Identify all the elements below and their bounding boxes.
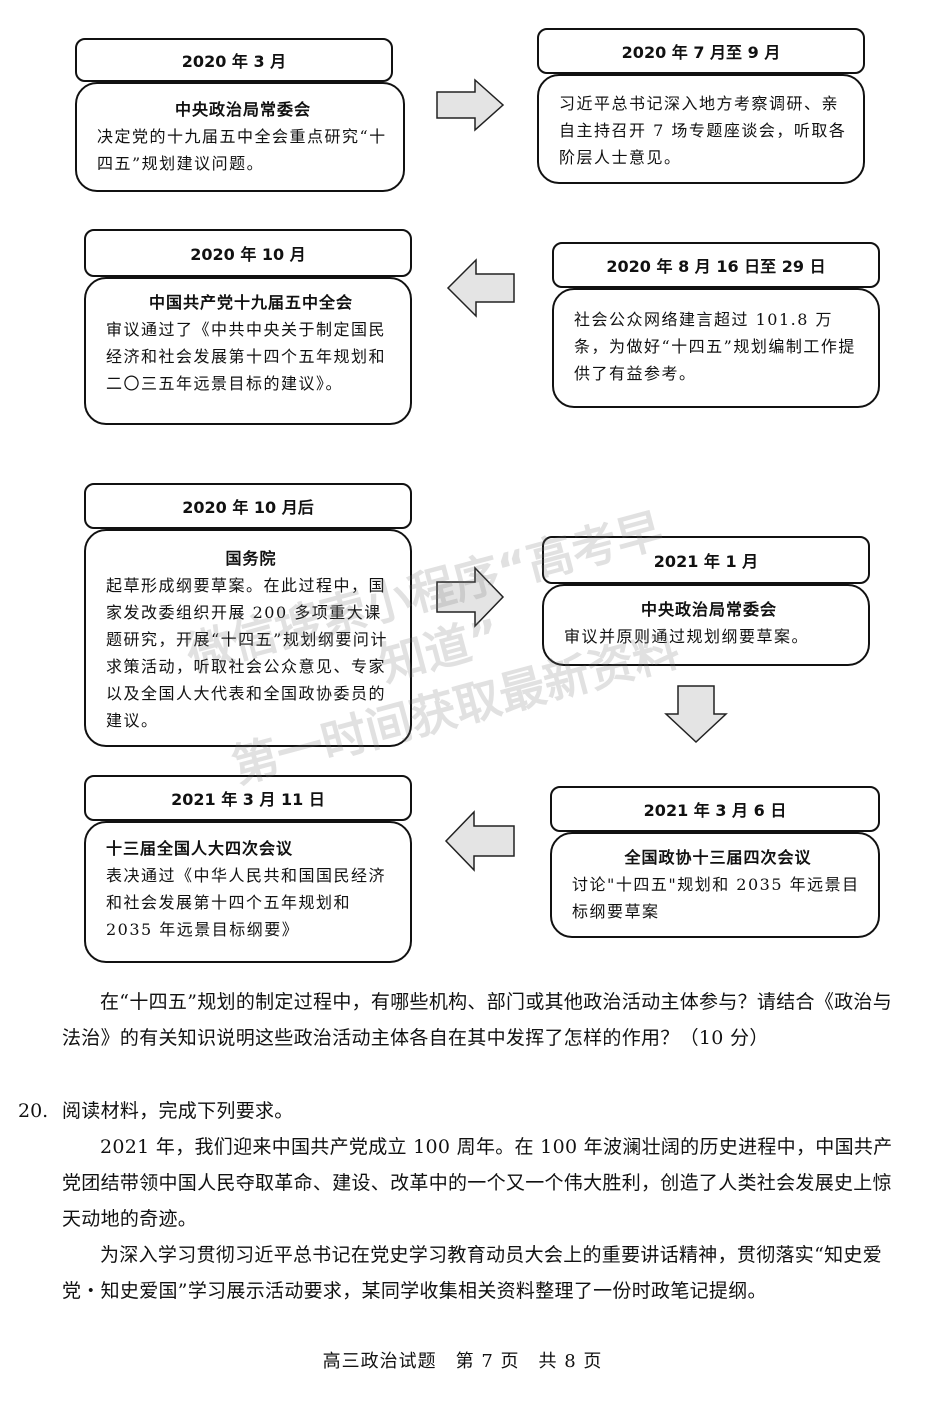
arrow-left-1	[446, 258, 515, 318]
arrow-right-2	[436, 566, 505, 628]
box6: 中央政治局常委会 审议并原则通过规划纲要草案。	[542, 584, 870, 666]
box8: 全国政协十三届四次会议 讨论"十四五"规划和 2035 年远景目标纲要草案	[550, 832, 880, 938]
box7-title: 十三届全国人大四次会议	[106, 839, 294, 858]
box2-body: 习近平总书记深入地方考察调研、亲自主持召开 7 场专题座谈会，听取各阶层人士意见…	[559, 94, 847, 167]
box1-body: 决定党的十九届五中全会重点研究“十四五”规划建议问题。	[97, 127, 387, 173]
box6-date: 2021 年 1 月	[542, 536, 870, 584]
box4: 社会公众网络建言超过 101.8 万条，为做好“十四五”规划编制工作提供了有益参…	[552, 288, 880, 408]
box6-title: 中央政治局常委会	[640, 600, 777, 619]
box8-title: 全国政协十三届四次会议	[624, 848, 812, 867]
question-19-text: 在“十四五”规划的制定过程中，有哪些机构、部门或其他政治活动主体参与？请结合《政…	[62, 991, 893, 1049]
box1-date: 2020 年 3 月	[75, 38, 393, 82]
box1: 中央政治局常委会 决定党的十九届五中全会重点研究“十四五”规划建议问题。	[75, 82, 405, 192]
arrow-right-1	[436, 78, 505, 132]
box4-body: 社会公众网络建言超过 101.8 万条，为做好“十四五”规划编制工作提供了有益参…	[574, 310, 856, 383]
box5-date: 2020 年 10 月后	[84, 483, 412, 529]
box3-title: 中国共产党十九届五中全会	[148, 293, 353, 312]
question-20-number: 20.	[18, 1100, 49, 1122]
box5-title: 国务院	[225, 549, 277, 568]
box2: 习近平总书记深入地方考察调研、亲自主持召开 7 场专题座谈会，听取各阶层人士意见…	[537, 74, 865, 184]
arrow-down-1	[664, 685, 728, 744]
box1-title: 中央政治局常委会	[174, 100, 311, 119]
box7: 十三届全国人大四次会议 表决通过《中华人民共和国国民经济和社会发展第十四个五年规…	[84, 821, 412, 963]
question-20-paragraph-2: 为深入学习贯彻习近平总书记在党史学习教育动员大会上的重要讲话精神，贯彻落实“知史…	[62, 1244, 883, 1302]
box7-body: 表决通过《中华人民共和国国民经济和社会发展第十四个五年规划和 2035 年远景目…	[106, 866, 387, 939]
box7-date: 2021 年 3 月 11 日	[84, 775, 412, 821]
arrow-left-2	[444, 810, 515, 872]
box3: 中国共产党十九届五中全会 审议通过了《中共中央关于制定国民经济和社会发展第十四个…	[84, 277, 412, 425]
box5: 国务院 起草形成纲要草案。在此过程中，国家发改委组织开展 200 多项重大课题研…	[84, 529, 412, 747]
box2-date: 2020 年 7 月至 9 月	[537, 28, 865, 74]
box5-body: 起草形成纲要草案。在此过程中，国家发改委组织开展 200 多项重大课题研究，开展…	[106, 576, 388, 730]
box6-body: 审议并原则通过规划纲要草案。	[564, 627, 810, 646]
box4-date: 2020 年 8 月 16 日至 29 日	[552, 242, 880, 288]
box8-date: 2021 年 3 月 6 日	[550, 786, 880, 832]
box3-date: 2020 年 10 月	[84, 229, 412, 277]
box8-body: 讨论"十四五"规划和 2035 年远景目标纲要草案	[572, 875, 860, 921]
question-20-prompt: 阅读材料，完成下列要求。	[62, 1100, 294, 1122]
page-footer: 高三政治试题 第 7 页 共 8 页	[322, 1351, 603, 1372]
box3-body: 审议通过了《中共中央关于制定国民经济和社会发展第十四个五年规划和二〇三五年远景目…	[106, 320, 387, 393]
question-20-paragraph-1: 2021 年，我们迎来中国共产党成立 100 周年。在 100 年波澜壮阔的历史…	[62, 1136, 893, 1230]
